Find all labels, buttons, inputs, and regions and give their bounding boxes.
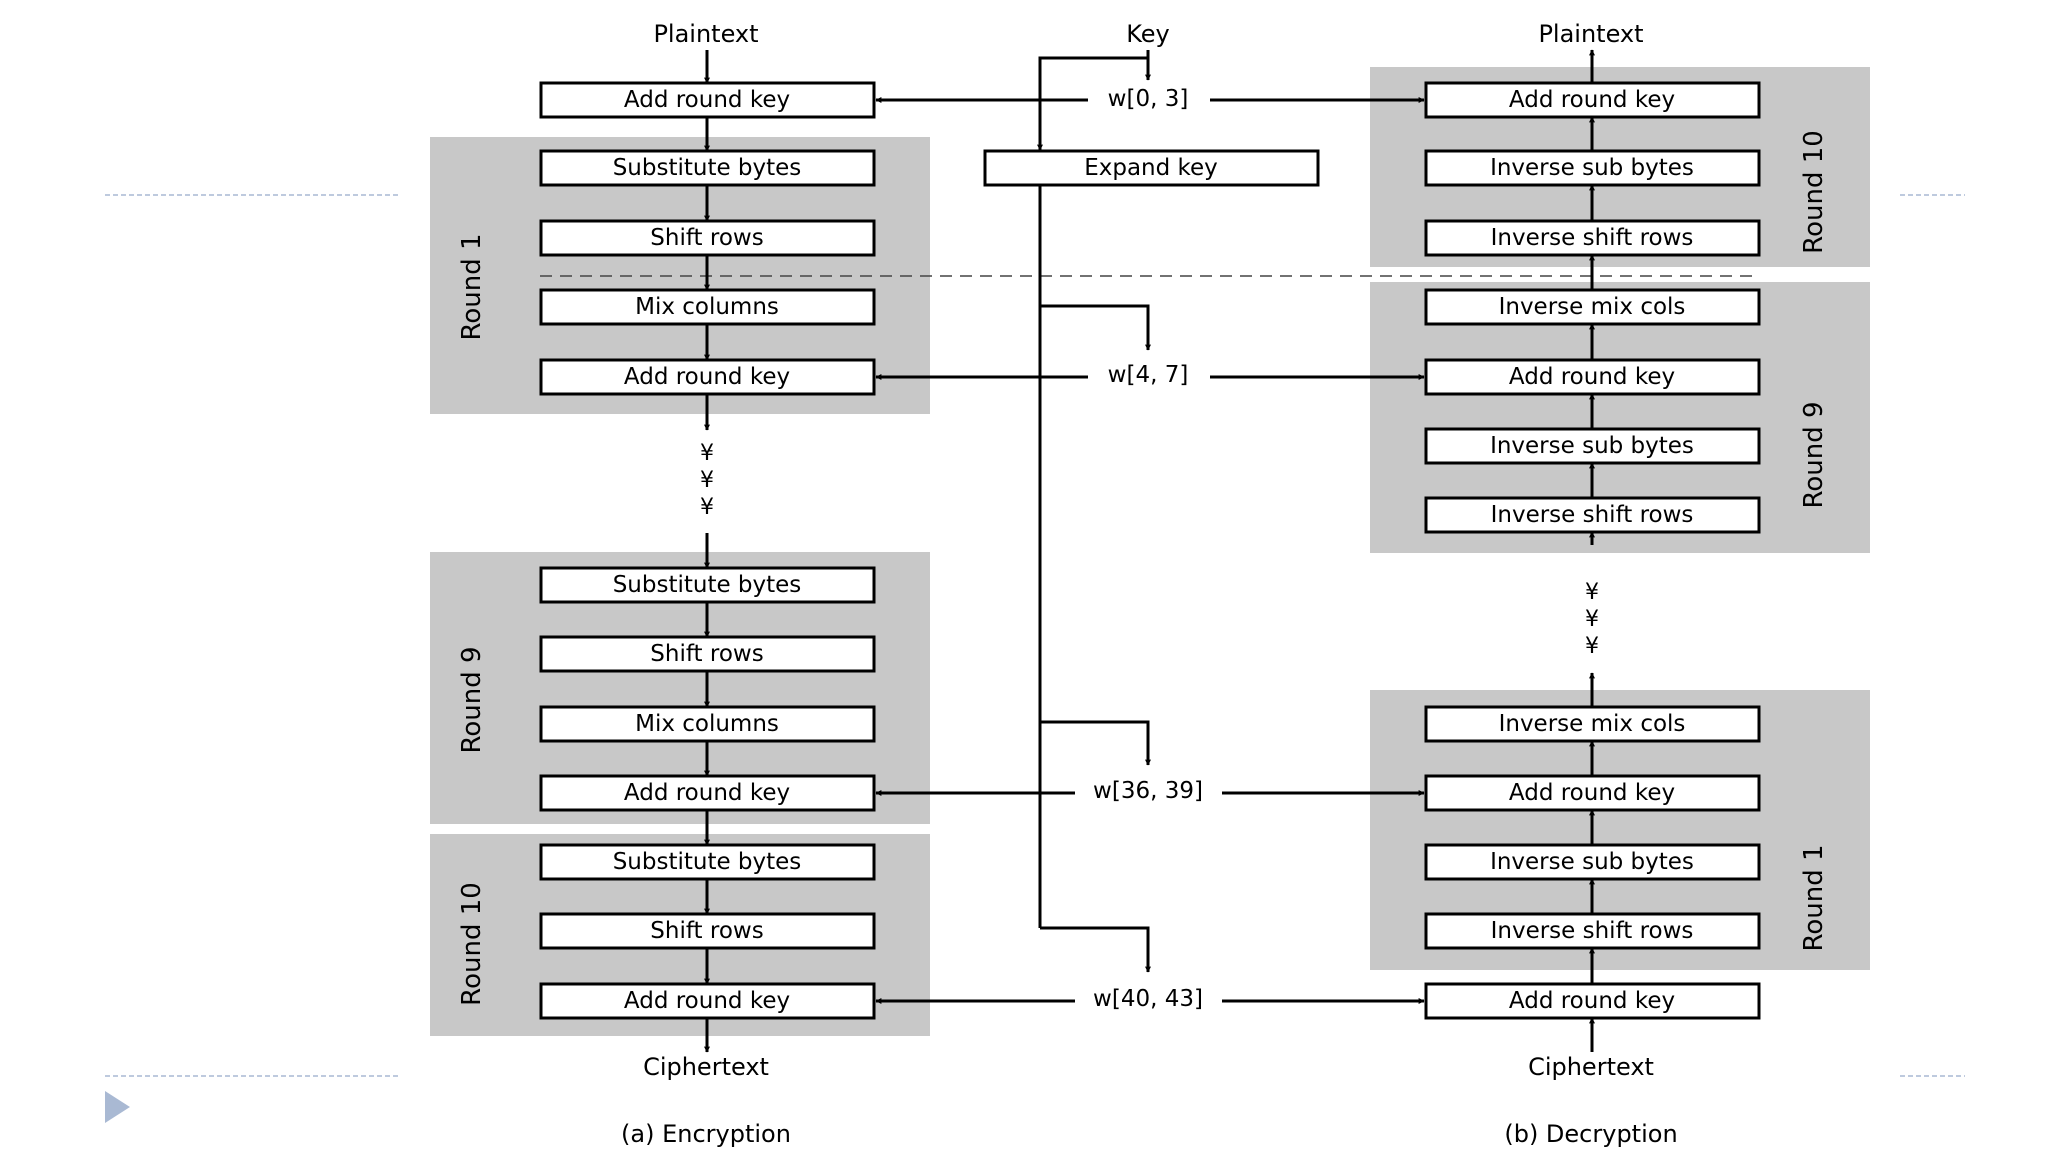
enc-round-9-label: Round 9 (457, 646, 487, 753)
dec-r1-step-4: Inverse shift rows (1491, 918, 1694, 944)
enc-r1-box-2 (539, 219, 876, 257)
connectors (704, 49, 1595, 1053)
dec-r1-step-3: Inverse sub bytes (1490, 849, 1694, 875)
enc-ellipsis-2: ¥ (700, 468, 714, 493)
dec-caption: (b) Decryption (1504, 1120, 1677, 1148)
enc-r9-box-2 (539, 635, 876, 673)
enc-r1-box-1 (539, 149, 876, 187)
key-schedule-column: Key w[0, 3] Expand key w[4, 7] w[36, 39]… (983, 20, 1320, 1012)
key-word-1: w[4, 7] (1108, 362, 1189, 388)
enc-r1-box-3 (539, 288, 876, 326)
expand-branch-1 (1040, 304, 1151, 351)
enc-r1-box-4 (539, 358, 876, 396)
expand-branch-3 (1040, 926, 1151, 973)
dec-r9-step-4: Inverse shift rows (1491, 502, 1694, 528)
key-to-expand-line (1037, 56, 1148, 151)
dec-r1-box-2 (1424, 774, 1761, 812)
enc-r10-step-3: Add round key (624, 988, 790, 1014)
expand-branch-2 (1040, 720, 1151, 766)
enc-r9-step-4: Add round key (624, 780, 790, 806)
dec-ellipsis-3: ¥ (1585, 634, 1599, 659)
enc-r1-step-2: Shift rows (650, 225, 763, 251)
slide-decorations (105, 194, 1965, 1123)
enc-caption: (a) Encryption (621, 1120, 791, 1148)
round-shades (430, 67, 1870, 1036)
enc-initial-step: Add round key (624, 87, 790, 113)
dec-r9-box-1 (1424, 288, 1761, 326)
dec-r1-box-1 (1424, 705, 1761, 743)
enc-round-10-label: Round 10 (457, 882, 487, 1006)
dec-input-label: Ciphertext (1528, 1053, 1654, 1081)
dec-r9-box-3 (1424, 427, 1761, 465)
key-word-3: w[40, 43] (1093, 986, 1203, 1012)
dec-final-box (1424, 982, 1761, 1020)
enc-r10-box-1 (539, 843, 876, 881)
enc-ellipsis-1: ¥ (700, 441, 714, 466)
key-word-2: w[36, 39] (1093, 778, 1203, 804)
dec-r10-step-2: Inverse sub bytes (1490, 155, 1694, 181)
dec-r1-step-1: Inverse mix cols (1499, 711, 1686, 737)
enc-r9-box-4 (539, 774, 876, 812)
dec-r10-step-1: Add round key (1509, 87, 1675, 113)
enc-r9-step-1: Substitute bytes (613, 572, 802, 598)
enc-r9-box-3 (539, 705, 876, 743)
dec-final-step: Add round key (1509, 988, 1675, 1014)
enc-round-1-label: Round 1 (457, 233, 487, 340)
enc-r1-step-1: Substitute bytes (613, 155, 802, 181)
dec-round-10-label: Round 10 (1799, 130, 1829, 254)
dec-ellipsis-2: ¥ (1585, 607, 1599, 632)
dec-r10-step-3: Inverse shift rows (1491, 225, 1694, 251)
key-label: Key (1126, 20, 1170, 48)
enc-r9-step-2: Shift rows (650, 641, 763, 667)
dec-r1-box-4 (1424, 912, 1761, 950)
dec-r9-box-4 (1424, 496, 1761, 534)
enc-r10-box-2 (539, 912, 876, 950)
enc-output-label: Ciphertext (643, 1053, 769, 1081)
dec-r10-box-2 (1424, 149, 1761, 187)
decryption-column: Plaintext Round 10 Add round key Inverse… (1424, 20, 1829, 1148)
dec-r9-step-2: Add round key (1509, 364, 1675, 390)
enc-r1-step-4: Add round key (624, 364, 790, 390)
dec-r10-box-3 (1424, 219, 1761, 257)
enc-r10-step-2: Shift rows (650, 918, 763, 944)
dec-r1-step-2: Add round key (1509, 780, 1675, 806)
expand-key-box (983, 149, 1320, 187)
dec-ellipsis-1: ¥ (1585, 580, 1599, 605)
enc-r10-box-3 (539, 982, 876, 1020)
dec-r9-box-2 (1424, 358, 1761, 396)
dec-round-1-label: Round 1 (1799, 844, 1829, 951)
encryption-column: Plaintext Add round key Round 1 Substitu… (457, 20, 876, 1148)
enc-ellipsis-3: ¥ (700, 495, 714, 520)
expand-key-label: Expand key (1084, 155, 1218, 181)
dec-round-9-label: Round 9 (1799, 401, 1829, 508)
enc-r9-step-3: Mix columns (635, 711, 779, 737)
dec-output-label: Plaintext (1538, 20, 1643, 48)
triangle-right-icon (105, 1091, 130, 1123)
key-word-0: w[0, 3] (1108, 86, 1189, 112)
enc-r1-step-3: Mix columns (635, 294, 779, 320)
dec-r9-step-3: Inverse sub bytes (1490, 433, 1694, 459)
dec-r10-box-1 (1424, 81, 1761, 119)
dec-r9-step-1: Inverse mix cols (1499, 294, 1686, 320)
enc-r10-step-1: Substitute bytes (613, 849, 802, 875)
dec-r1-box-3 (1424, 843, 1761, 881)
enc-input-label: Plaintext (653, 20, 758, 48)
enc-r9-box-1 (539, 566, 876, 604)
enc-initial-box (539, 81, 876, 119)
